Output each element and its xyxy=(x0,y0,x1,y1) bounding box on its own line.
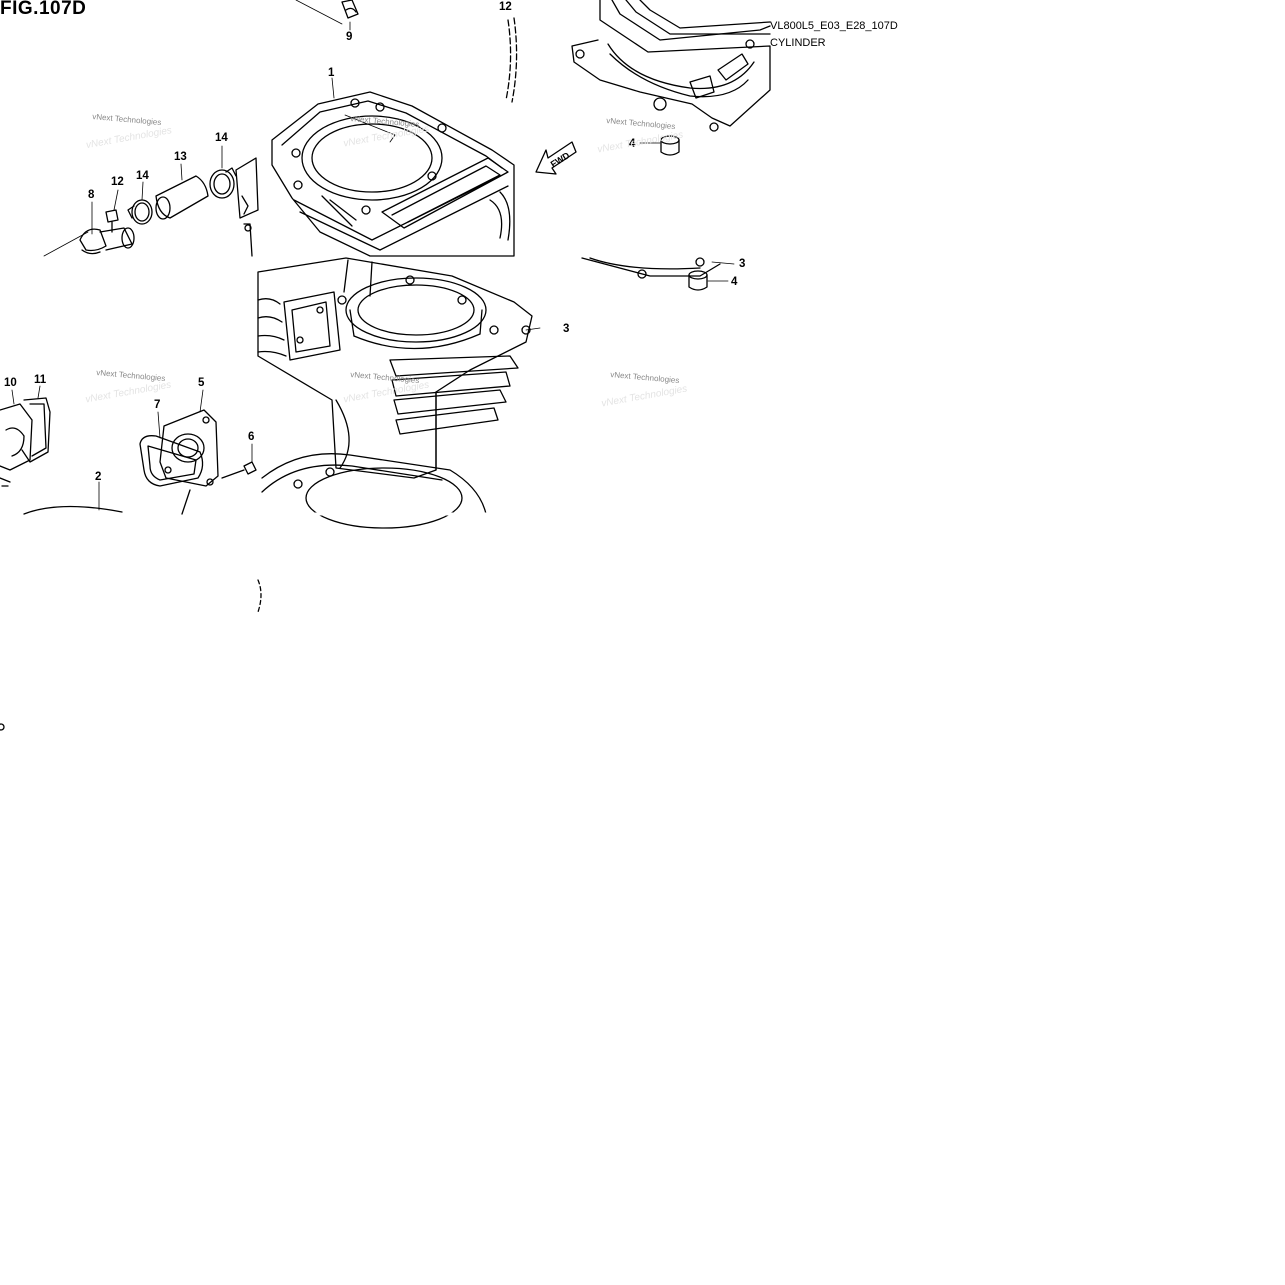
callout-11: 11 xyxy=(34,374,47,386)
part-2-gasket-left xyxy=(23,489,191,515)
part-9-bracket xyxy=(295,0,359,25)
part-6-bolt xyxy=(221,461,257,479)
figure-name: CYLINDER xyxy=(770,37,826,49)
callout-10: 10 xyxy=(4,377,17,389)
dowel-pin-lower xyxy=(688,270,708,291)
watermark-text: vNext Technologies xyxy=(350,114,420,129)
callout-12-left: 12 xyxy=(111,176,124,188)
part-14-clamp-right xyxy=(209,167,237,199)
part-12-bolt xyxy=(105,209,119,233)
dowel-pin-upper xyxy=(660,135,680,156)
stray-mark xyxy=(0,579,262,731)
part-11-o-ring xyxy=(21,397,51,463)
callout-leaders xyxy=(11,21,735,511)
part-8-union xyxy=(43,227,135,257)
watermark-text: vNext Technologies xyxy=(350,370,420,385)
callout-2: 2 xyxy=(95,471,101,483)
gasket-lower-right xyxy=(581,257,721,279)
watermark-text: vNext Technologies xyxy=(96,368,166,383)
part-14-clamp-left xyxy=(127,199,153,225)
callout-3-gasket: 3 xyxy=(739,258,745,270)
figure-title: FIG.107D xyxy=(0,0,87,19)
callout-13: 13 xyxy=(174,151,187,163)
watermark-text: vNext Technologies xyxy=(610,370,680,385)
watermark-text: vNext Technologies xyxy=(92,112,162,127)
callout-4-lower: 4 xyxy=(731,276,738,288)
part-12-hose-top xyxy=(505,17,518,103)
callout-14-right: 14 xyxy=(215,132,228,144)
callout-7: 7 xyxy=(154,399,160,411)
gasket-upper-right xyxy=(571,0,771,132)
callout-1: 1 xyxy=(328,67,335,79)
watermark-shadow: vNext Technologies xyxy=(85,125,172,151)
watermark-shadow: vNext Technologies xyxy=(601,384,688,410)
part-5-housing xyxy=(159,409,219,487)
watermark-text: vNext Technologies xyxy=(606,116,676,131)
watermark-shadow: vNext Technologies xyxy=(597,130,684,156)
part-7-o-ring xyxy=(139,435,204,487)
callout-3-lower-cylinder: 3 xyxy=(563,323,569,335)
fwd-arrow-icon xyxy=(535,141,577,175)
callout-9: 9 xyxy=(346,31,352,43)
callout-12-top: 12 xyxy=(499,1,512,13)
part-13-hose xyxy=(155,175,209,220)
callout-6: 6 xyxy=(248,431,254,443)
cylinder-upper xyxy=(271,91,515,257)
cylinder-lower xyxy=(257,257,533,479)
callout-4-upper: 4 xyxy=(629,138,636,150)
figure-code: VL800L5_E03_E28_107D xyxy=(770,20,898,32)
callout-5: 5 xyxy=(198,377,205,389)
part-10-cover xyxy=(0,403,33,487)
callout-labels: 1 2 3 3 3 4 4 5 6 7 8 9 10 11 12 12 13 1… xyxy=(4,1,745,483)
gasket-base xyxy=(260,453,488,529)
callout-14-left: 14 xyxy=(136,170,149,182)
callout-8: 8 xyxy=(88,189,95,201)
thermostat-housing-partial xyxy=(235,157,259,257)
